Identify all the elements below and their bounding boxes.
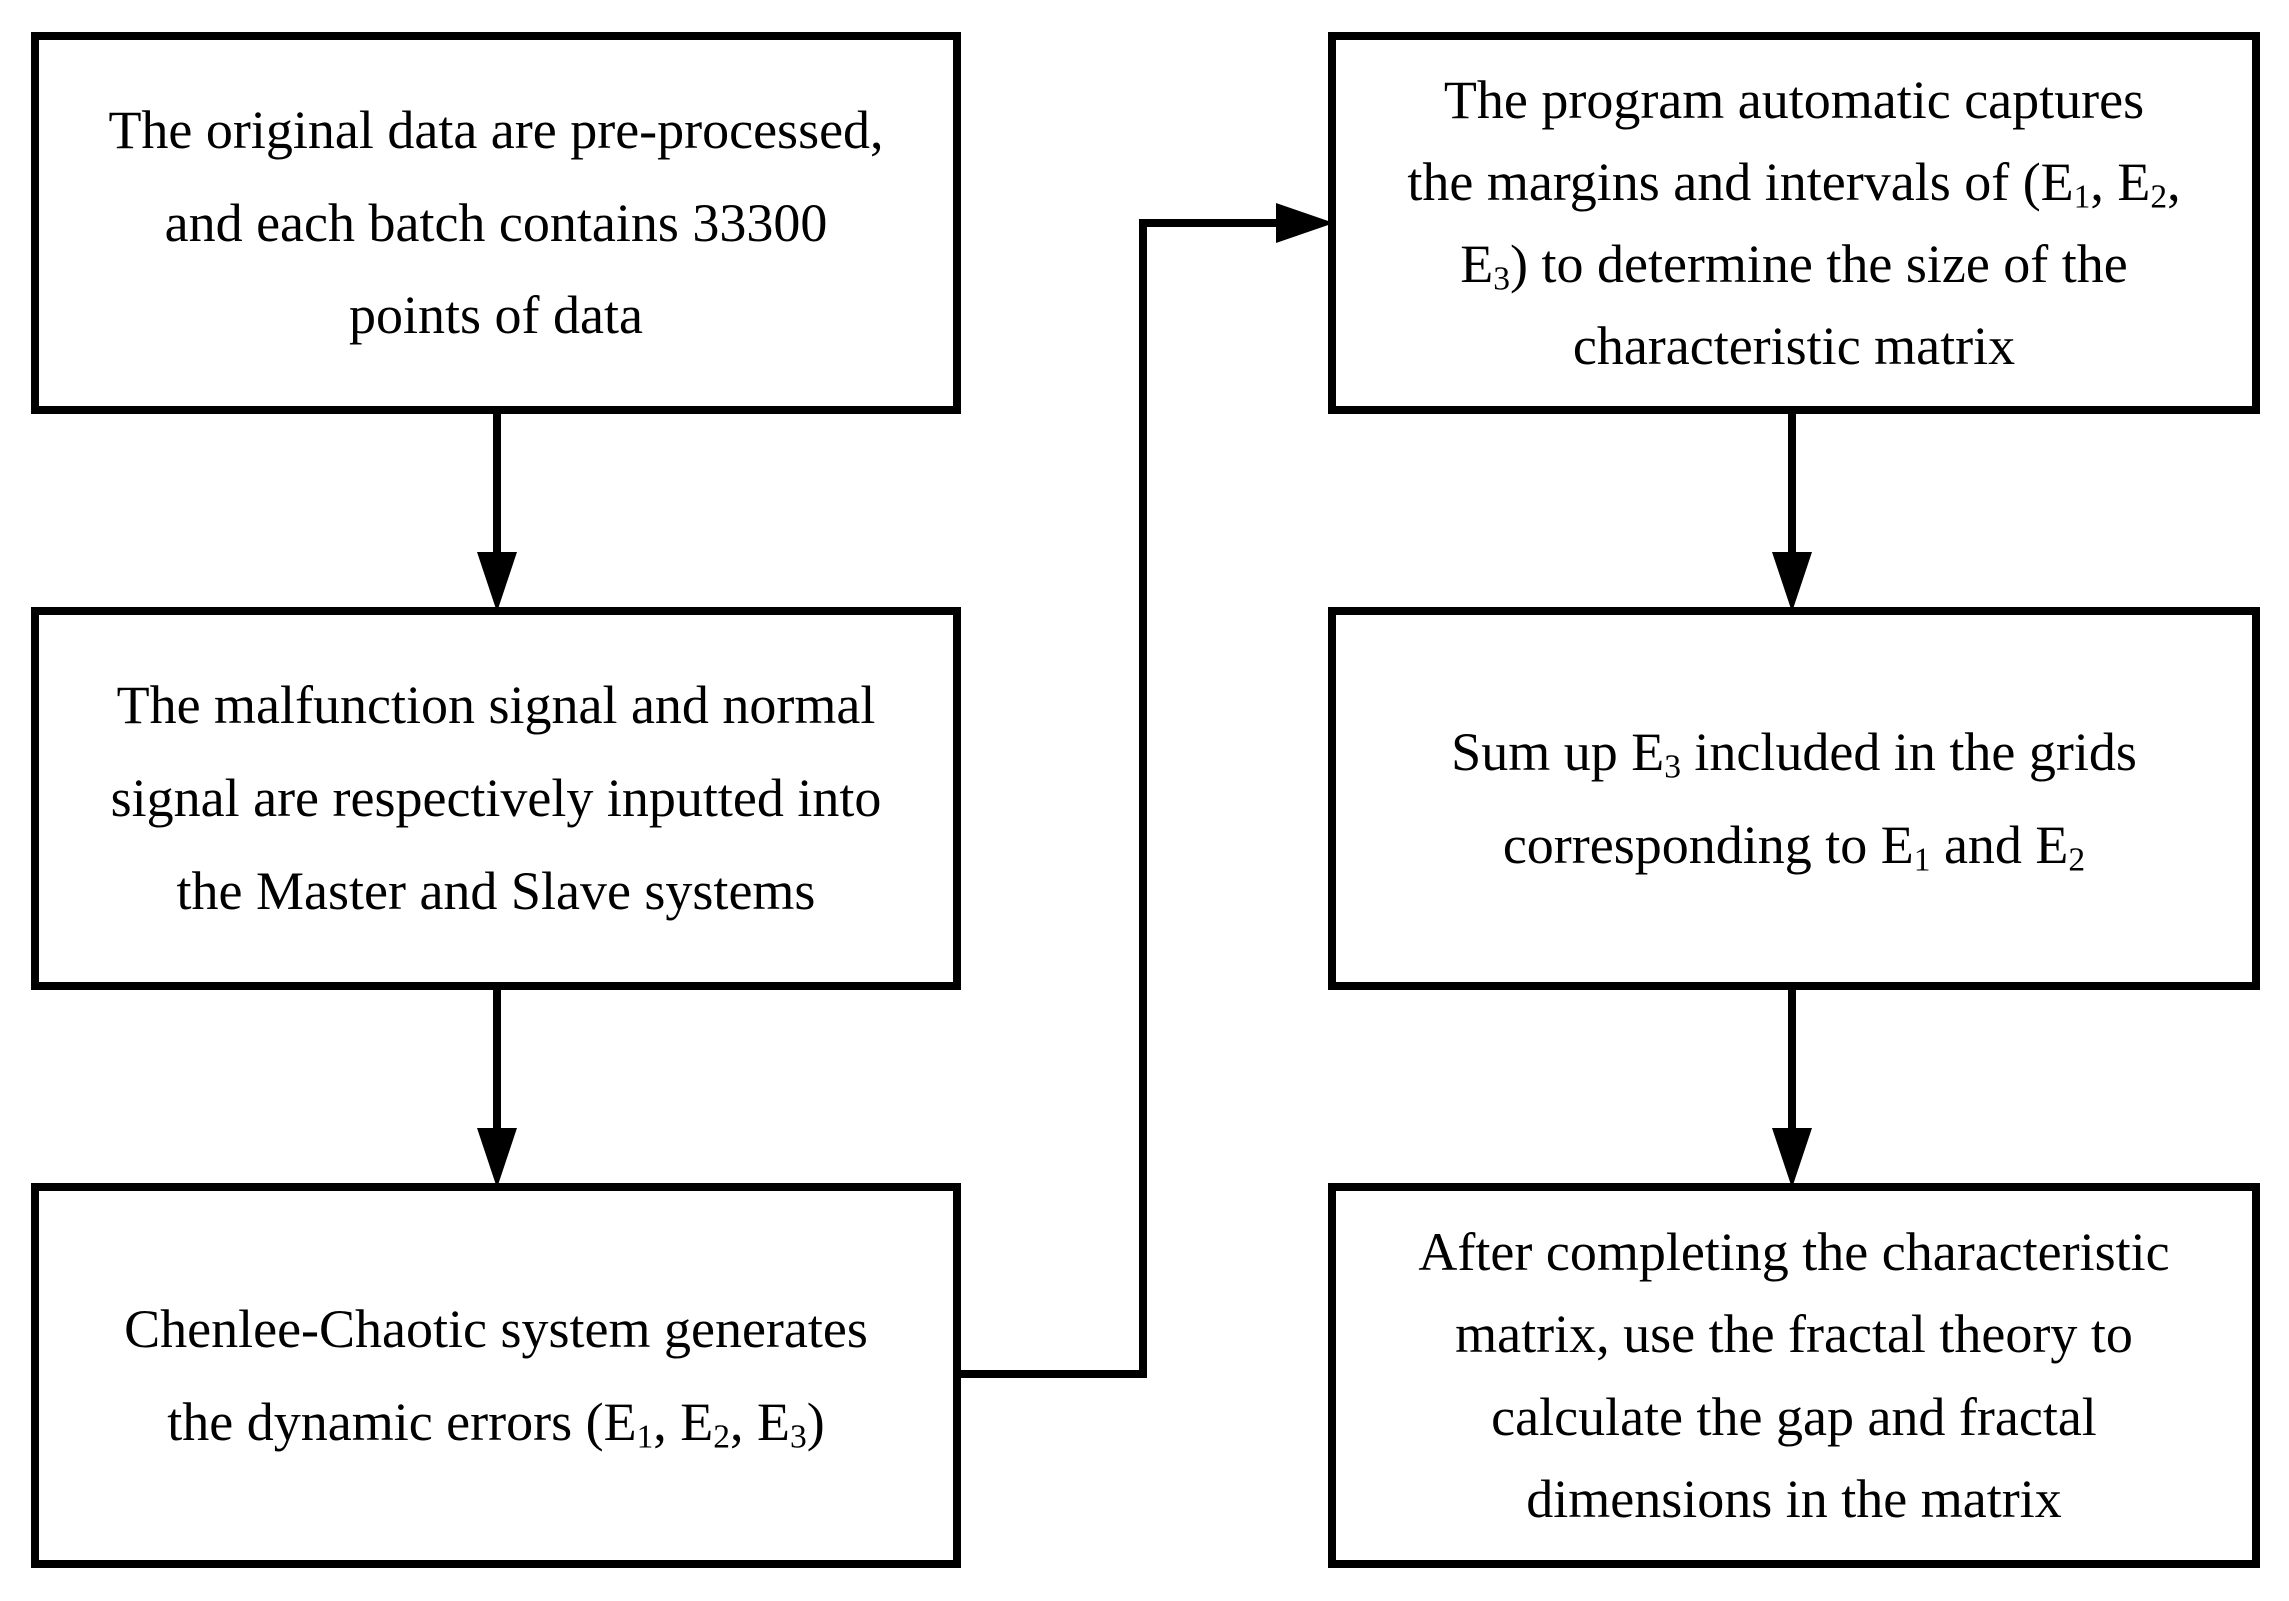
down-arrow-icon (1772, 986, 1812, 1188)
box-preprocess-data-text: The original data are pre-processed,and … (108, 99, 884, 346)
down-arrow-icon (477, 986, 517, 1188)
box-preprocess-data: The original data are pre-processed,and … (31, 32, 961, 414)
elbow-arrow-icon (955, 203, 1334, 1378)
down-arrow-icon (477, 410, 517, 612)
down-arrow-icon (1772, 410, 1812, 612)
